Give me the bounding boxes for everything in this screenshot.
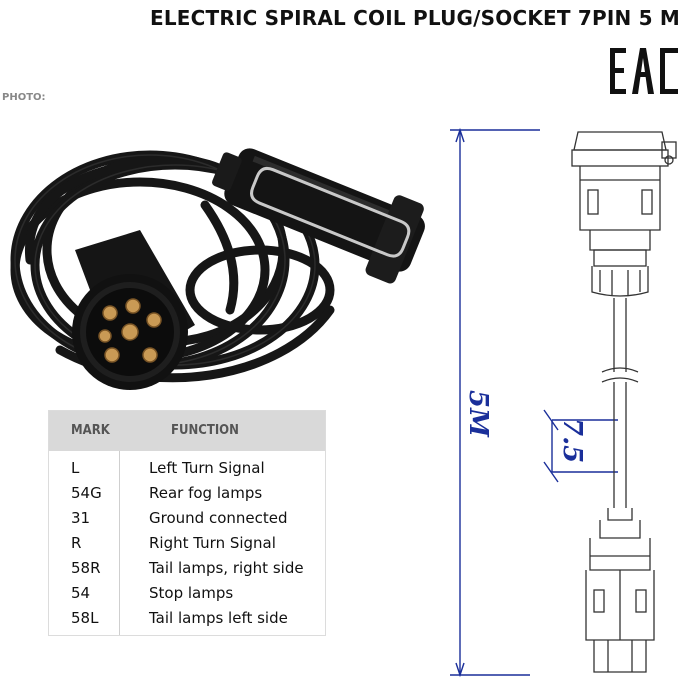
column-header-mark: MARK — [71, 423, 110, 438]
row-mark: 31 — [71, 509, 91, 527]
row-mark: 58L — [71, 609, 99, 627]
row-function: Tail lamps, right side — [149, 559, 304, 577]
diameter-dimension-label: 7.5 — [557, 418, 587, 463]
row-function: Rear fog lamps — [149, 484, 263, 502]
row-function: Stop lamps — [149, 584, 234, 602]
table-row: 58R Tail lamps, right side — [49, 559, 325, 584]
eac-certification-logo — [608, 46, 686, 102]
row-function: Right Turn Signal — [149, 534, 276, 552]
table-row: 54 Stop lamps — [49, 584, 325, 609]
table-row: 58L Tail lamps left side — [49, 609, 325, 634]
table-header: MARK FUNCTION — [49, 411, 325, 451]
pin-function-table: MARK FUNCTION L Left Turn Signal 54G Rea… — [48, 410, 326, 636]
length-dimension-label: 5M — [463, 390, 493, 438]
page-title: ELECTRIC SPIRAL COIL PLUG/SOCKET 7PIN 5 … — [150, 6, 680, 30]
row-function: Left Turn Signal — [149, 459, 265, 477]
cable-photo — [0, 110, 440, 414]
table-row: 31 Ground connected — [49, 509, 325, 534]
column-divider — [119, 451, 120, 635]
row-mark: 54G — [71, 484, 102, 502]
photo-label: PHOTO: — [2, 92, 46, 103]
table-row: L Left Turn Signal — [49, 459, 325, 484]
table-row: R Right Turn Signal — [49, 534, 325, 559]
table-row: 54G Rear fog lamps — [49, 484, 325, 509]
row-mark: L — [71, 459, 80, 477]
row-function: Tail lamps left side — [149, 609, 288, 627]
row-mark: 54 — [71, 584, 91, 602]
dimension-drawing: 5M 7.5 — [440, 120, 700, 694]
row-mark: 58R — [71, 559, 101, 577]
row-mark: R — [71, 534, 82, 552]
row-function: Ground connected — [149, 509, 288, 527]
column-header-function: FUNCTION — [171, 423, 239, 438]
